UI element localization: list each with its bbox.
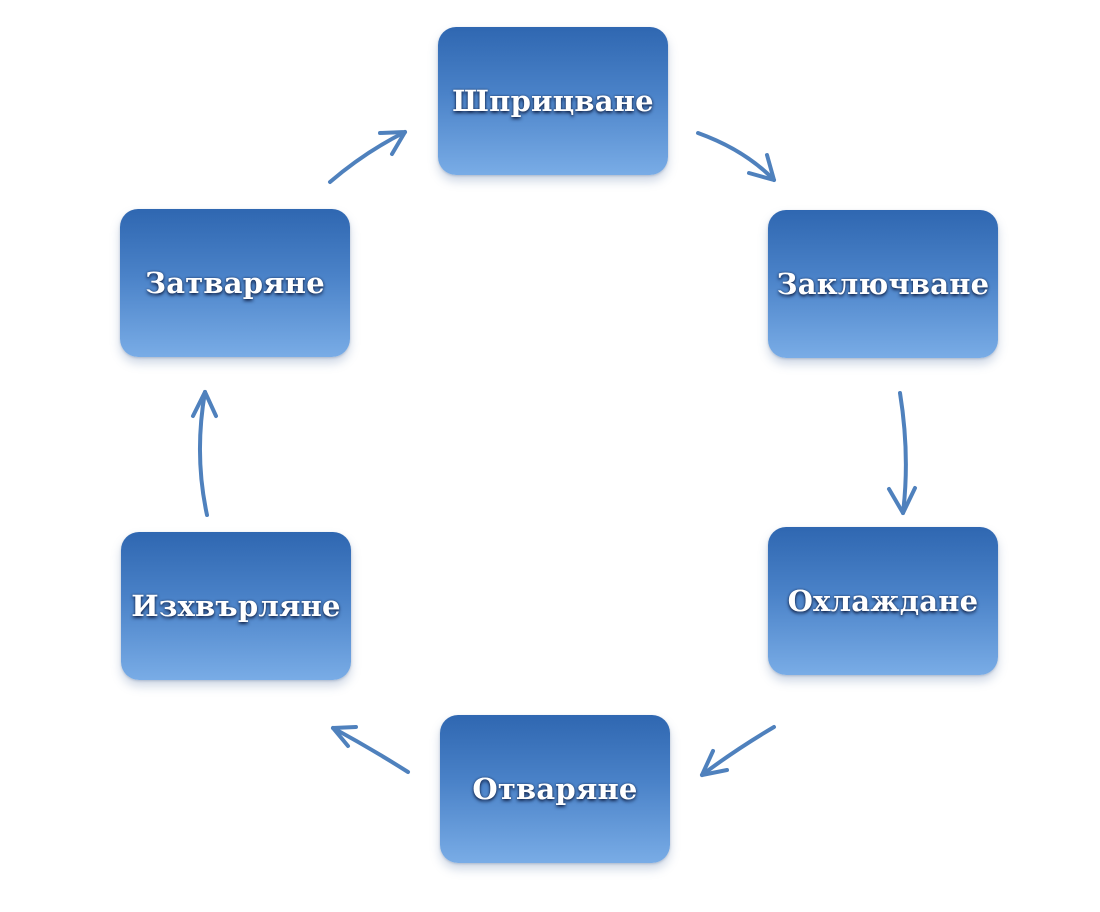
step-label: Изхвърляне	[131, 589, 341, 623]
step-label: Отваряне	[472, 772, 638, 806]
step-zatvaryane: Затваряне	[120, 209, 350, 357]
step-shpritsvane: Шприцване	[438, 27, 668, 175]
step-otvaryane: Отваряне	[440, 715, 670, 863]
step-ohlazhdane: Охлаждане	[768, 527, 998, 675]
step-label: Заключване	[776, 267, 990, 301]
arrow-1-to-2	[696, 131, 776, 182]
arrow-5-to-6	[191, 390, 218, 517]
step-label: Шприцване	[452, 84, 654, 118]
arrow-6-to-1	[328, 130, 407, 184]
arrow-2-to-3	[887, 391, 917, 515]
step-label: Затваряне	[145, 266, 325, 300]
arrow-3-to-4	[700, 725, 776, 777]
step-label: Охлаждане	[787, 584, 979, 618]
arrow-4-to-5	[331, 725, 410, 774]
step-zaklyuchvane: Заключване	[768, 210, 998, 358]
step-izhvarlyane: Изхвърляне	[121, 532, 351, 680]
